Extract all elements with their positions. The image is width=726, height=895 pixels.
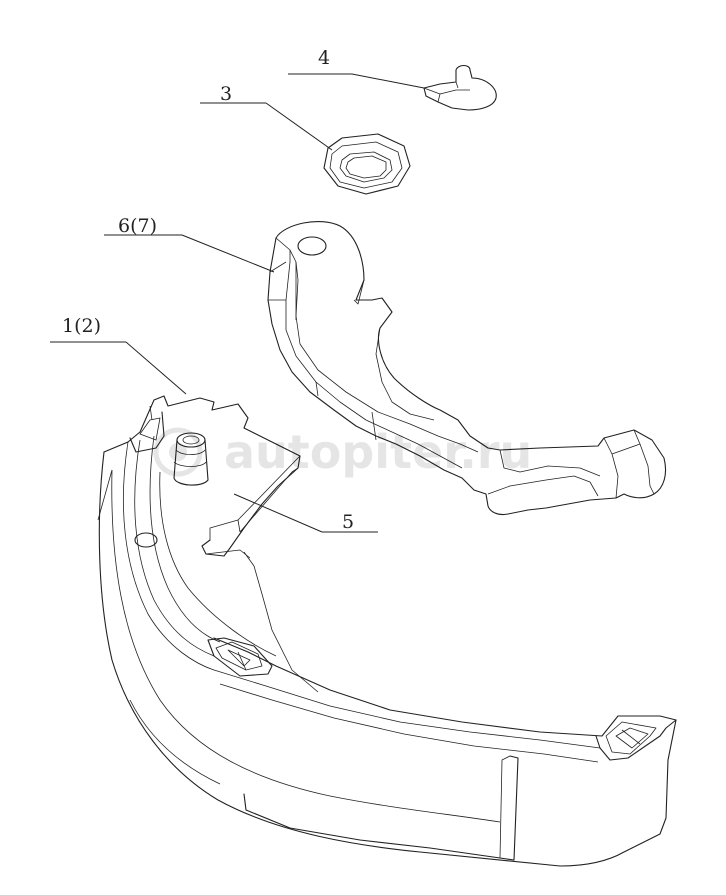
lever-pivot-hole <box>297 236 327 256</box>
part-6-lever <box>267 221 667 516</box>
label-6-group: 6(7) <box>104 215 275 273</box>
label-4-group: 4 <box>288 47 425 89</box>
leader-1 <box>125 341 187 395</box>
part-4-clip <box>423 64 497 111</box>
watermark: autopiter.ru <box>153 425 532 479</box>
watermark-text: autopiter.ru <box>224 425 532 479</box>
web-hole-left <box>134 532 158 548</box>
label-3-group: 3 <box>200 83 333 151</box>
label-part-4: 4 <box>318 47 330 69</box>
label-part-5: 5 <box>342 511 354 533</box>
label-1-group: 1(2) <box>50 315 187 395</box>
leader-3 <box>265 102 333 151</box>
adjuster-stud <box>173 432 209 486</box>
leader-4 <box>351 73 425 89</box>
label-part-1: 1(2) <box>62 315 101 337</box>
label-part-3: 3 <box>220 83 232 105</box>
leader-6 <box>181 234 275 273</box>
part-3-washer <box>323 133 411 195</box>
part-1-brake-shoe <box>97 395 677 867</box>
label-5-group: 5 <box>233 493 378 533</box>
label-part-6: 6(7) <box>118 215 157 237</box>
leader-5 <box>233 493 323 533</box>
